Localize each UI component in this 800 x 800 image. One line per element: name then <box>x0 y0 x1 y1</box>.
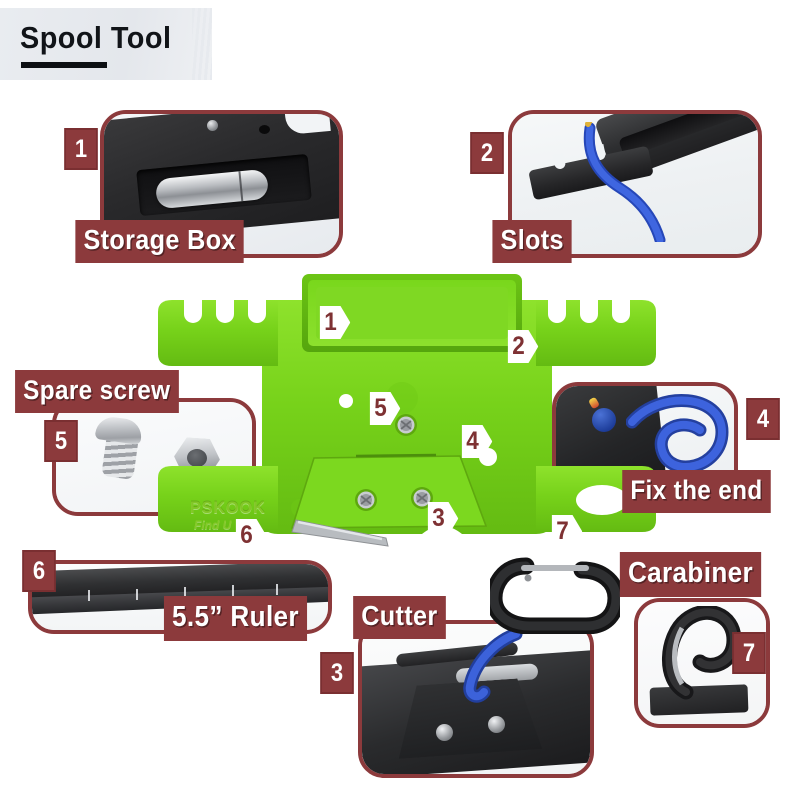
screw-head-shape <box>94 414 144 446</box>
callout-marker-1: 1 <box>319 306 351 339</box>
blue-cord-icon <box>463 630 523 703</box>
panel-storage-box[interactable]: 1 Storage Box <box>64 110 343 263</box>
panel-badge-5: 5 <box>44 420 78 462</box>
panel-cutter[interactable]: 3 Cutter <box>320 596 594 778</box>
photo-slots <box>512 114 758 254</box>
panel-fix-the-end[interactable]: 4 Fix the end <box>552 382 780 513</box>
panel-slots[interactable]: 2 Slots <box>470 110 762 263</box>
photo-cutter <box>362 624 590 774</box>
brand-name: PSKOOK <box>189 498 266 517</box>
ruler-tick <box>88 590 90 601</box>
screw-icon <box>207 120 218 131</box>
panel-frame <box>634 598 770 728</box>
callout-marker-3: 3 <box>427 502 459 535</box>
carabiner-large-icon <box>490 557 620 634</box>
spool-tool-product[interactable]: PSKOOK Find U 1 2 3 4 5 6 7 <box>150 270 660 560</box>
panel-ruler[interactable]: 6 5.5” Ruler <box>22 550 332 641</box>
title-underline <box>21 62 107 68</box>
screw-icon <box>488 716 505 733</box>
blue-cord-loop-icon <box>626 394 729 474</box>
ruler-tick <box>136 589 138 600</box>
page-title: Spool Tool <box>20 20 172 55</box>
panel-label-4: Fix the end <box>622 470 771 513</box>
panel-badge-6: 6 <box>22 550 56 592</box>
brand-tagline: Find U <box>194 518 232 532</box>
panel-frame <box>358 620 594 778</box>
panel-badge-1: 1 <box>64 128 98 170</box>
slot-notches-left <box>184 300 266 323</box>
panel-badge-4: 4 <box>746 398 780 440</box>
panel-label-2: Slots <box>492 220 573 263</box>
cord-knot-icon <box>592 408 616 432</box>
panel-label-6: 5.5” Ruler <box>163 596 308 641</box>
ruler-tick <box>232 585 234 596</box>
blue-cord-icon <box>583 122 666 242</box>
slot-notches-right <box>548 300 630 323</box>
panel-badge-3: 3 <box>320 652 354 694</box>
panel-carabiner[interactable]: 7 <box>634 598 770 728</box>
screw-icon <box>436 724 453 741</box>
panel-label-5: Spare screw <box>15 370 179 413</box>
panel-label-7: Carabiner <box>619 552 762 597</box>
panel-badge-7: 7 <box>732 632 766 674</box>
panel-badge-2: 2 <box>470 132 504 174</box>
carabiner-icon <box>662 606 742 700</box>
ruler-tick <box>276 584 278 595</box>
panel-label-3: Cutter <box>353 596 446 639</box>
hole-shape <box>259 125 270 134</box>
panel-label-1: Storage Box <box>75 220 244 263</box>
screws <box>355 414 433 511</box>
ruler-tick <box>184 587 186 598</box>
